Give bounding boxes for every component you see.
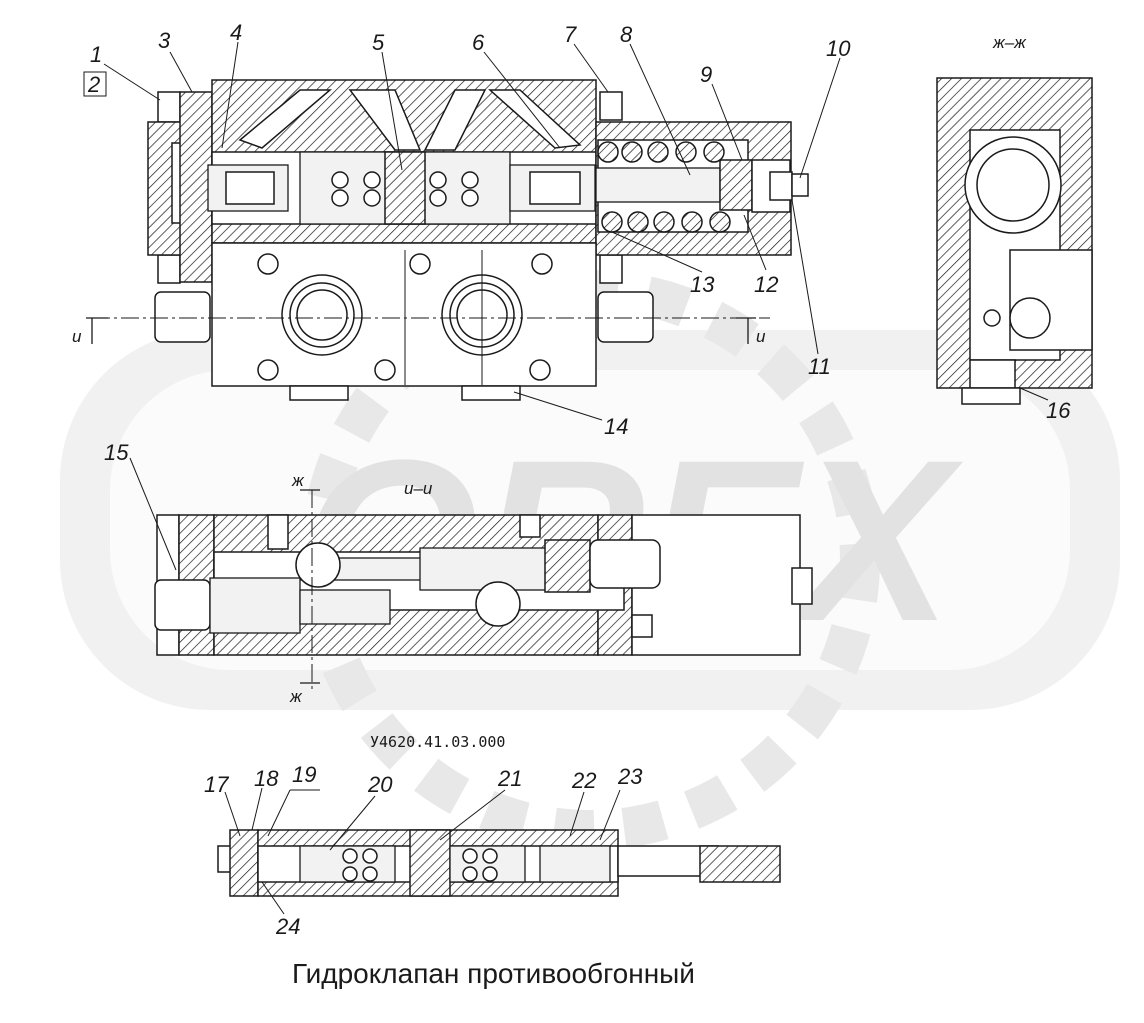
callout-11: 11 (808, 354, 831, 379)
bottom-assembly (217, 829, 781, 897)
section-title-zh-zh: ж–ж (992, 33, 1027, 52)
callout-6: 6 (472, 30, 485, 55)
callout-7: 7 (564, 22, 577, 47)
callout-2: 2 (87, 72, 100, 97)
cut-label-i-right: и (756, 327, 766, 346)
callout-5: 5 (372, 30, 385, 55)
callout-19: 19 (292, 762, 316, 787)
callout-8: 8 (620, 22, 633, 47)
section-zh-zh: ж–ж (936, 33, 1093, 405)
callout-9: 9 (700, 62, 712, 87)
callout-12: 12 (754, 272, 778, 297)
callout-2-frame (83, 71, 107, 97)
callout-20: 20 (367, 772, 393, 797)
callout-24: 24 (275, 914, 300, 939)
main-view (92, 79, 809, 401)
callout-18: 18 (254, 766, 279, 791)
callout-13: 13 (690, 272, 715, 297)
callout-15: 15 (104, 440, 129, 465)
callout-10: 10 (826, 36, 851, 61)
callout-16: 16 (1046, 398, 1071, 423)
callout-22: 22 (571, 768, 596, 793)
callout-1: 1 (90, 42, 102, 67)
section-marks-i: и и (72, 317, 766, 346)
callouts: 1 2 3 4 5 6 7 8 9 10 11 12 13 14 15 16 1… (83, 20, 1071, 939)
drawing-title: Гидроклапан противообгонный (292, 958, 695, 989)
callout-21: 21 (497, 766, 522, 791)
callout-23: 23 (617, 764, 643, 789)
cut-label-zh-bottom: ж (289, 687, 303, 706)
section-i-i: и–и ж ж (154, 471, 813, 706)
callout-14: 14 (604, 414, 628, 439)
section-title-i-i: и–и (404, 479, 433, 498)
callout-17: 17 (204, 772, 229, 797)
callout-3: 3 (158, 28, 171, 53)
leader-lines (103, 41, 1049, 915)
cut-label-i-left: и (72, 327, 82, 346)
part-code: У4620.41.03.000 (370, 733, 505, 751)
callout-4: 4 (230, 20, 242, 45)
cut-label-zh-top: ж (291, 471, 305, 490)
